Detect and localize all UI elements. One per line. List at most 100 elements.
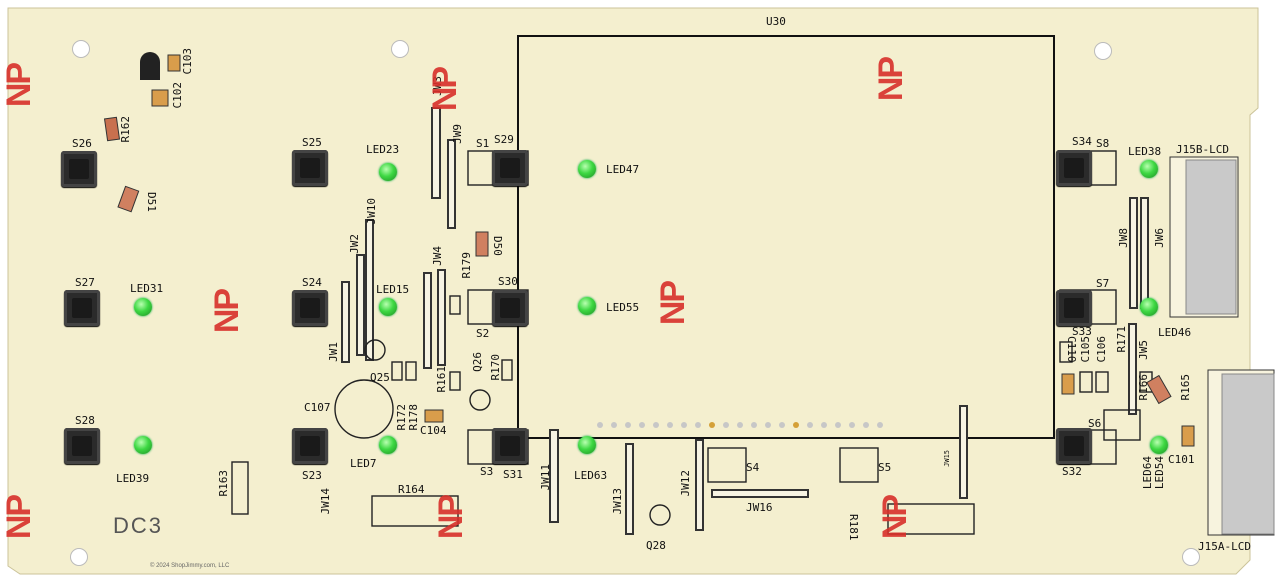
np-stamp: NP <box>872 57 911 102</box>
silk-label: R165 <box>1179 374 1192 401</box>
led-label: LED47 <box>606 163 640 176</box>
led-46 <box>1140 298 1158 316</box>
silk-label: R172 <box>395 404 408 431</box>
mounting-hole <box>72 40 90 58</box>
silk-label: S7 <box>1096 277 1110 290</box>
silk-label: JW1 <box>327 342 340 362</box>
np-stamp: NP <box>432 495 471 540</box>
np-stamp: NP <box>208 289 247 334</box>
switch-s26[interactable] <box>61 151 97 187</box>
board-marking: DC3 <box>113 513 164 538</box>
switch-label: S29 <box>494 133 514 146</box>
silk-label: S2 <box>476 327 490 340</box>
silk-label: C110 <box>1065 336 1078 363</box>
silk-label: JW6 <box>1153 228 1166 248</box>
silk-label: JW8 <box>1117 228 1130 248</box>
silk-label: JW11 <box>539 464 552 491</box>
silk-label: Q28 <box>646 539 666 552</box>
silk-label: JW2 <box>348 234 361 254</box>
led-label: LED54 <box>1153 456 1166 490</box>
silk-label: Q25 <box>370 371 390 384</box>
switch-s28[interactable] <box>64 428 100 464</box>
led-label: LED7 <box>350 457 377 470</box>
led-label: LED38 <box>1128 145 1162 158</box>
switch-label: S33 <box>1072 325 1092 338</box>
switch-label: S28 <box>75 414 95 427</box>
silk-label: C102 <box>171 82 184 109</box>
switch-s29[interactable] <box>492 150 528 186</box>
switch-s24[interactable] <box>292 290 328 326</box>
silk-label: S1 <box>476 137 490 150</box>
led-label: LED23 <box>366 143 400 156</box>
copyright-text: © 2024 ShopJimmy.com, LLC <box>150 563 230 569</box>
silk-label: C106 <box>1095 336 1108 363</box>
led-label: LED39 <box>116 472 150 485</box>
led-label: LED64 <box>1141 456 1154 490</box>
silk-label: JW15 <box>943 450 951 467</box>
switch-s32[interactable] <box>1056 428 1092 464</box>
silk-label: Q26 <box>471 352 484 372</box>
silk-label: C107 <box>304 401 331 414</box>
silk-label: C105 <box>1079 336 1092 363</box>
silk-label: JW13 <box>611 488 624 515</box>
silk-label: R163 <box>217 470 230 497</box>
led-label: LED46 <box>1158 326 1192 339</box>
switch-label: S31 <box>503 468 523 481</box>
led-55 <box>578 297 596 315</box>
led-23 <box>379 163 397 181</box>
np-stamp: NP <box>654 281 693 326</box>
silk-label: S8 <box>1096 137 1110 150</box>
switch-s30[interactable] <box>492 290 528 326</box>
silk-label: D51 <box>145 192 158 212</box>
connector-label: J15B-LCD <box>1176 143 1229 156</box>
led-64 <box>1150 436 1168 454</box>
np-stamp: NP <box>426 67 465 112</box>
led-63 <box>578 436 596 454</box>
silk-label: C103 <box>181 48 194 75</box>
led-label: LED31 <box>130 282 164 295</box>
switch-s33[interactable] <box>1056 290 1092 326</box>
mounting-hole <box>1094 42 1112 60</box>
mounting-hole <box>70 548 88 566</box>
mounting-hole <box>1182 548 1200 566</box>
led-label: LED63 <box>574 469 608 482</box>
silk-label: C101 <box>1168 453 1195 466</box>
silk-label: JW10 <box>365 198 378 225</box>
led-47 <box>578 160 596 178</box>
switch-s27[interactable] <box>64 290 100 326</box>
silk-label: R181 <box>847 514 860 541</box>
switch-label: S26 <box>72 137 92 150</box>
led-7 <box>379 436 397 454</box>
switch-label: S34 <box>1072 135 1092 148</box>
connector-label: J15A-LCD <box>1198 540 1251 553</box>
module-label: U30 <box>766 15 786 28</box>
silk-label: R170 <box>489 354 502 381</box>
switch-label: S24 <box>302 276 322 289</box>
switch-label: S25 <box>302 136 322 149</box>
led-39 <box>134 436 152 454</box>
switch-label: S30 <box>498 275 518 288</box>
led-15 <box>379 298 397 316</box>
silk-label: JW12 <box>679 470 692 497</box>
np-stamp: NP <box>0 63 39 108</box>
silk-label: C104 <box>420 424 447 437</box>
np-stamp: NP <box>876 495 915 540</box>
silk-label: R162 <box>119 116 132 143</box>
led-38 <box>1140 160 1158 178</box>
led-label: LED55 <box>606 301 640 314</box>
switch-s31[interactable] <box>492 428 528 464</box>
switch-label: S32 <box>1062 465 1082 478</box>
silk-label: R171 <box>1115 326 1128 353</box>
silk-label: JW4 <box>431 246 444 266</box>
silk-label: JW14 <box>319 488 332 515</box>
silk-label: S3 <box>480 465 494 478</box>
silk-label: S5 <box>878 461 892 474</box>
silk-label: JW5 <box>1137 340 1150 360</box>
silk-label: JW9 <box>451 124 464 144</box>
led-31 <box>134 298 152 316</box>
switch-s23[interactable] <box>292 428 328 464</box>
silk-label: R161 <box>435 366 448 393</box>
switch-s34[interactable] <box>1056 150 1092 186</box>
mounting-hole <box>391 40 409 58</box>
switch-s25[interactable] <box>292 150 328 186</box>
